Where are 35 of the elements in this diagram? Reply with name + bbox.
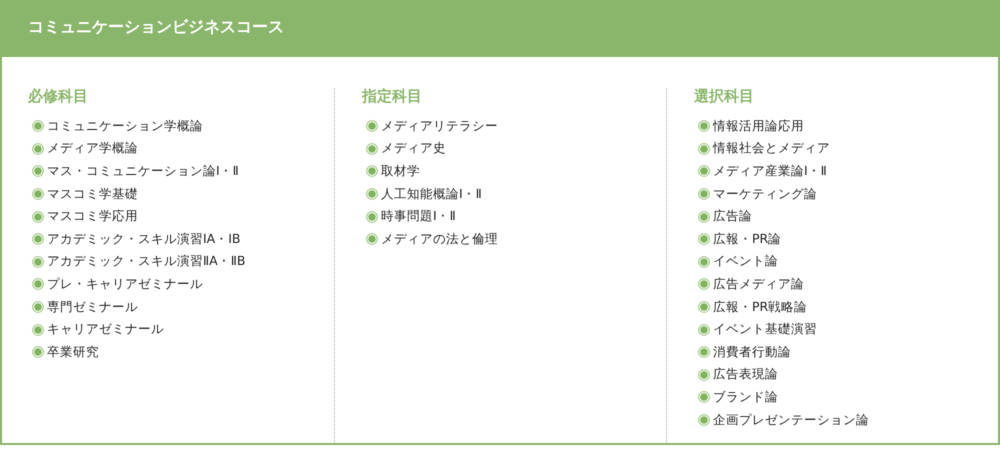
course-name: コミュニケーション学概論 — [47, 118, 203, 135]
course-name: 広告メディア論 — [713, 276, 804, 293]
course-name: 人工知能概論Ⅰ・Ⅱ — [381, 186, 482, 203]
course-name: 情報社会とメディア — [713, 140, 830, 158]
course-name: アカデミック・スキル演習ⅠA・ⅠB — [47, 230, 240, 248]
course-name: アカデミック・スキル演習ⅡA・ⅡB — [47, 253, 246, 270]
course-name: ブランド論 — [713, 388, 778, 406]
column-heading: 必修科目 — [28, 87, 88, 106]
course-name: 卒業研究 — [47, 344, 99, 361]
course-name: マス・コミュニケーション論Ⅰ・Ⅱ — [47, 162, 239, 180]
title: コミュニケーションビジネスコース — [28, 17, 284, 38]
course-name: イベント基礎演習 — [713, 321, 817, 338]
course-name: プレ・キャリアゼミナール — [47, 276, 203, 293]
column-heading: 選択科目 — [694, 87, 754, 106]
course-name: メディアの法と倫理 — [381, 230, 498, 248]
course-name: メディア史 — [381, 140, 446, 158]
course-name: 時事問題Ⅰ・Ⅱ — [381, 208, 456, 226]
course-name: メディア学概論 — [47, 140, 138, 158]
course-name: メディア産業論Ⅰ・Ⅱ — [713, 162, 827, 180]
course-name: 取材学 — [381, 162, 420, 180]
course-name: 広告表現論 — [713, 366, 778, 384]
course-name: 企画プレゼンテーション論 — [713, 412, 869, 429]
course-name: キャリアゼミナール — [47, 321, 164, 338]
course-name: 広報・PR戦略論 — [713, 298, 808, 316]
course-name: 情報活用論応用 — [713, 118, 804, 135]
course-name: マーケティング論 — [713, 186, 817, 203]
course-name: 専門ゼミナール — [47, 298, 138, 316]
course-name: メディアリテラシー — [381, 118, 498, 135]
course-name: イベント論 — [713, 253, 778, 270]
column-heading: 指定科目 — [362, 87, 422, 106]
course-name: マスコミ学応用 — [47, 208, 138, 226]
course-name: マスコミ学基礎 — [47, 186, 138, 203]
course-name: 消費者行動論 — [713, 344, 791, 361]
course-name: 広報・PR論 — [713, 230, 782, 248]
course-name: 広告論 — [713, 208, 752, 226]
